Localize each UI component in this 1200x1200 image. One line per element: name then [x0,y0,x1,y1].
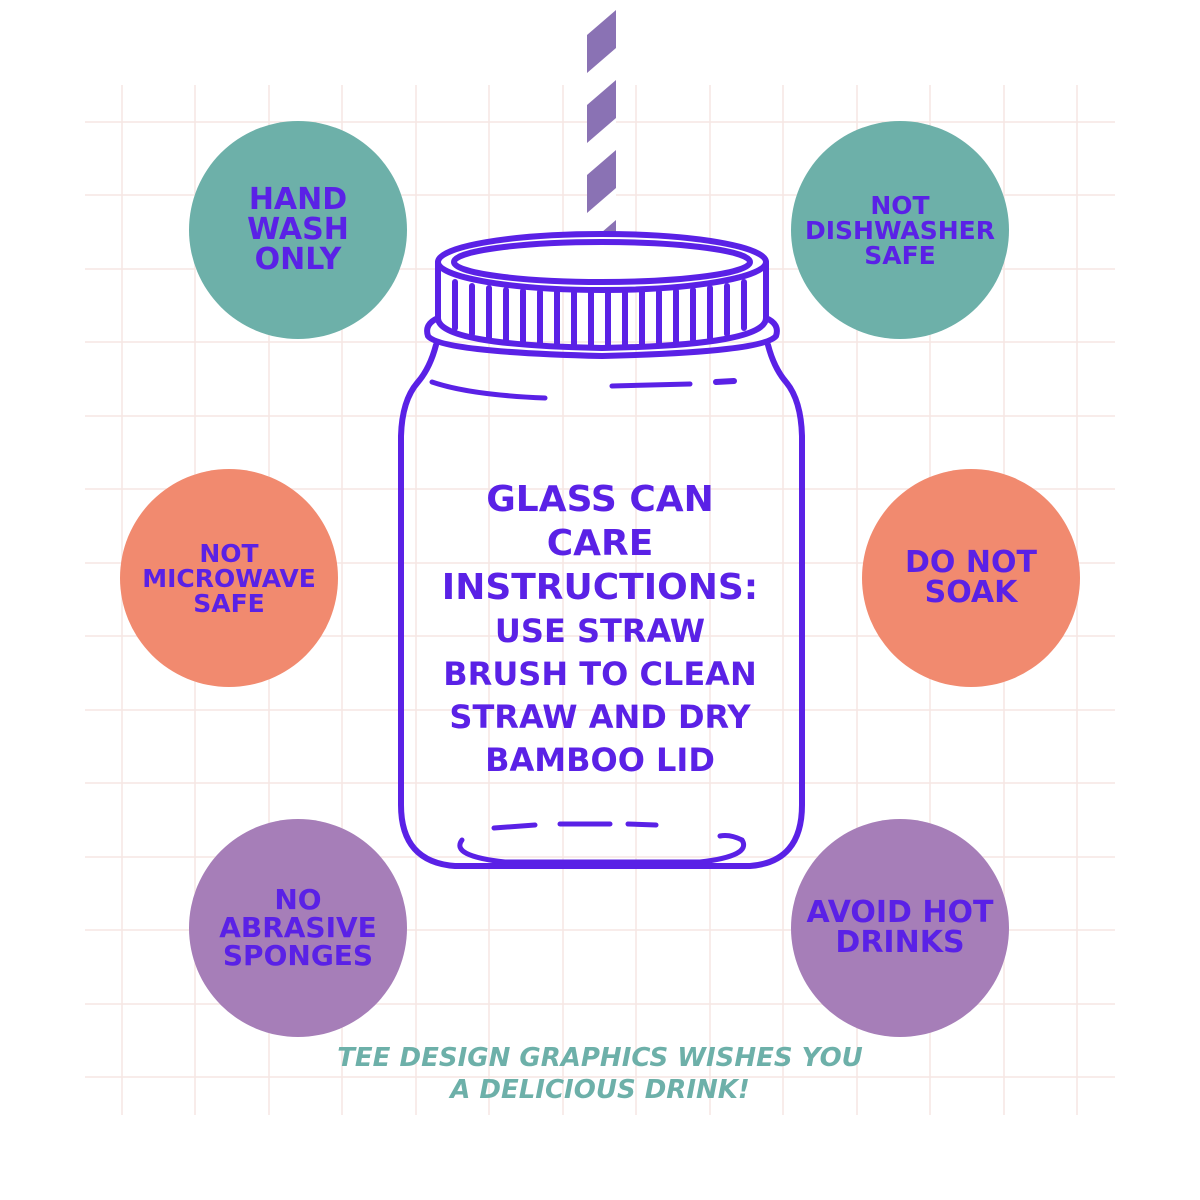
badge-hand-wash-only: HAND WASH ONLY [189,121,407,339]
badge-not-dishwasher-label: NOT DISHWASHER SAFE [804,190,996,270]
badge-no-abrasive-sponges: NO ABRASIVE SPONGES [189,819,407,1037]
badge-avoid-hot-drinks: AVOID HOT DRINKS [791,819,1009,1037]
straw-icon [587,0,616,270]
care-instructions-body: USE STRAW BRUSH TO CLEAN STRAW AND DRY B… [443,612,757,779]
care-instructions-title: GLASS CAN CARE INSTRUCTIONS: [441,479,759,608]
care-instructions: GLASS CAN CARE INSTRUCTIONS: USE STRAW B… [410,478,790,782]
badge-not-microwave-safe: NOT MICROWAVE SAFE [120,469,338,687]
badge-do-not-soak: DO NOT SOAK [862,469,1080,687]
badge-do-not-soak-label: DO NOT SOAK [905,545,1037,610]
footer-message: TEE DESIGN GRAPHICS WISHES YOU A DELICIO… [337,1043,863,1105]
badge-avoid-hot-label: AVOID HOT DRINKS [806,895,994,960]
badge-not-microwave-label: NOT MICROWAVE SAFE [142,538,316,618]
badge-hand-wash-label: HAND WASH ONLY [247,182,349,277]
badge-not-dishwasher-safe: NOT DISHWASHER SAFE [791,121,1009,339]
badge-no-abrasive-label: NO ABRASIVE SPONGES [219,883,377,972]
